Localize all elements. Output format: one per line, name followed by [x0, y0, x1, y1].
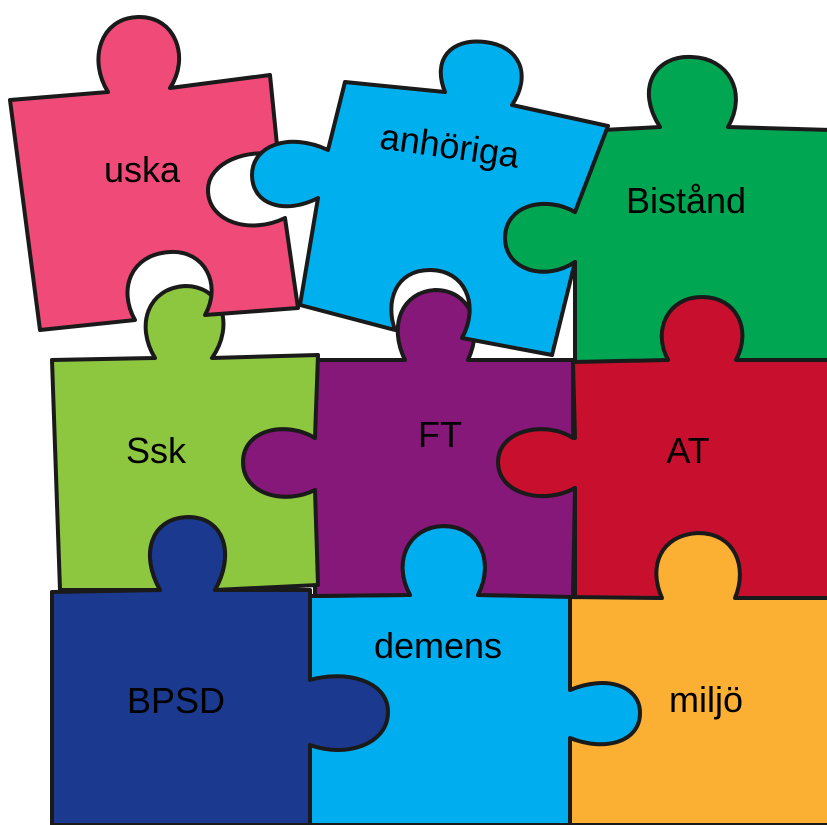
piece-anhoriga: anhöriga [250, 39, 610, 357]
piece-bpsd: BPSD [50, 515, 390, 825]
piece-at: AT [496, 295, 827, 602]
piece-bistand-label: Bistånd [626, 180, 746, 221]
piece-ft: FT [241, 288, 577, 599]
piece-demens: demens [308, 524, 642, 825]
piece-demens-label: demens [374, 625, 502, 666]
piece-at-label: AT [666, 430, 709, 471]
piece-ssk-label: Ssk [126, 430, 187, 471]
piece-uska: uska [8, 14, 300, 332]
piece-ssk: Ssk [50, 284, 320, 592]
piece-miljo: miljö [566, 531, 827, 825]
piece-miljo-shape [566, 531, 827, 825]
piece-ft-label: FT [418, 414, 462, 455]
piece-uska-shape [8, 14, 300, 332]
piece-ssk-shape [50, 284, 320, 592]
piece-uska-label: uska [104, 149, 181, 190]
piece-bpsd-label: BPSD [127, 680, 225, 721]
piece-anhoriga-shape [250, 39, 610, 357]
piece-miljo-label: miljö [669, 679, 743, 720]
